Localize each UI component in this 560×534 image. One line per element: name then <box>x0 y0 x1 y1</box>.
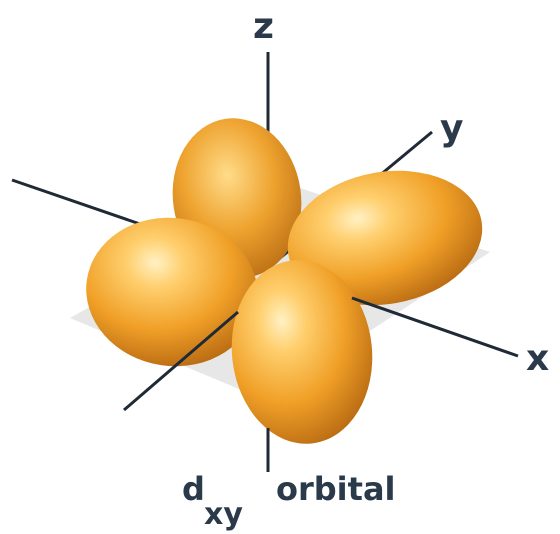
x-axis-label: x <box>526 338 549 379</box>
caption-word: orbital <box>276 470 396 508</box>
y-axis-front <box>123 310 239 412</box>
lobe-right <box>287 170 483 306</box>
lobe-front <box>231 260 373 444</box>
lobe-left <box>86 217 258 367</box>
y-axis-label: y <box>440 108 463 149</box>
caption-letter: d <box>182 470 205 508</box>
caption-subscript: xy <box>204 497 243 532</box>
x-axis-front <box>351 296 519 358</box>
z-axis-label: z <box>253 6 274 47</box>
